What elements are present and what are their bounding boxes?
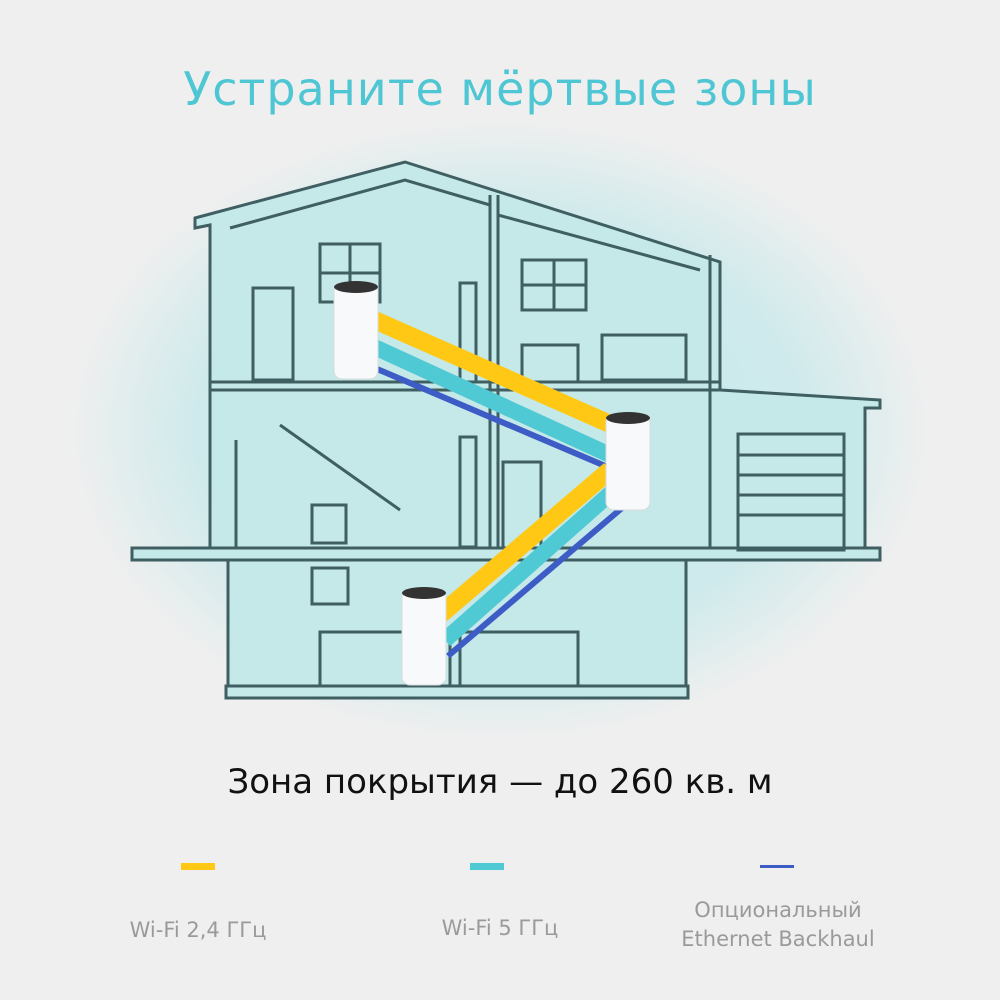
legend-ethernet-line2: Ethernet Backhaul — [681, 927, 875, 951]
beam-wifi-5 — [366, 337, 614, 463]
signal-beams — [366, 309, 624, 659]
mesh-unit-middle — [605, 412, 651, 511]
coverage-text: Зона покрытия — до 260 кв. м — [227, 762, 773, 802]
legend-wifi-2-4: Wi-Fi 2,4 ГГц — [129, 918, 267, 942]
legend-ethernet-line1: Опциональный — [694, 898, 862, 922]
legend-ethernet: Опциональный Ethernet Backhaul — [628, 896, 928, 954]
beam-wifi-2-4-lower — [434, 463, 616, 622]
legend-swatch-wifi-5 — [470, 863, 504, 870]
beam-wifi-5-lower — [439, 486, 618, 646]
legend-wifi-5: Wi-Fi 5 ГГц — [441, 916, 559, 940]
mesh-unit-bottom — [401, 587, 447, 686]
legend-swatch-ethernet — [760, 865, 794, 868]
mesh-unit-top — [333, 281, 379, 380]
beam-ethernet — [368, 363, 612, 471]
legend-swatch-wifi-2-4 — [181, 863, 215, 870]
beam-wifi-2-4 — [366, 309, 614, 433]
page-title: Устраните мёртвые зоны — [183, 62, 817, 116]
beam-ethernet-lower — [446, 505, 624, 659]
